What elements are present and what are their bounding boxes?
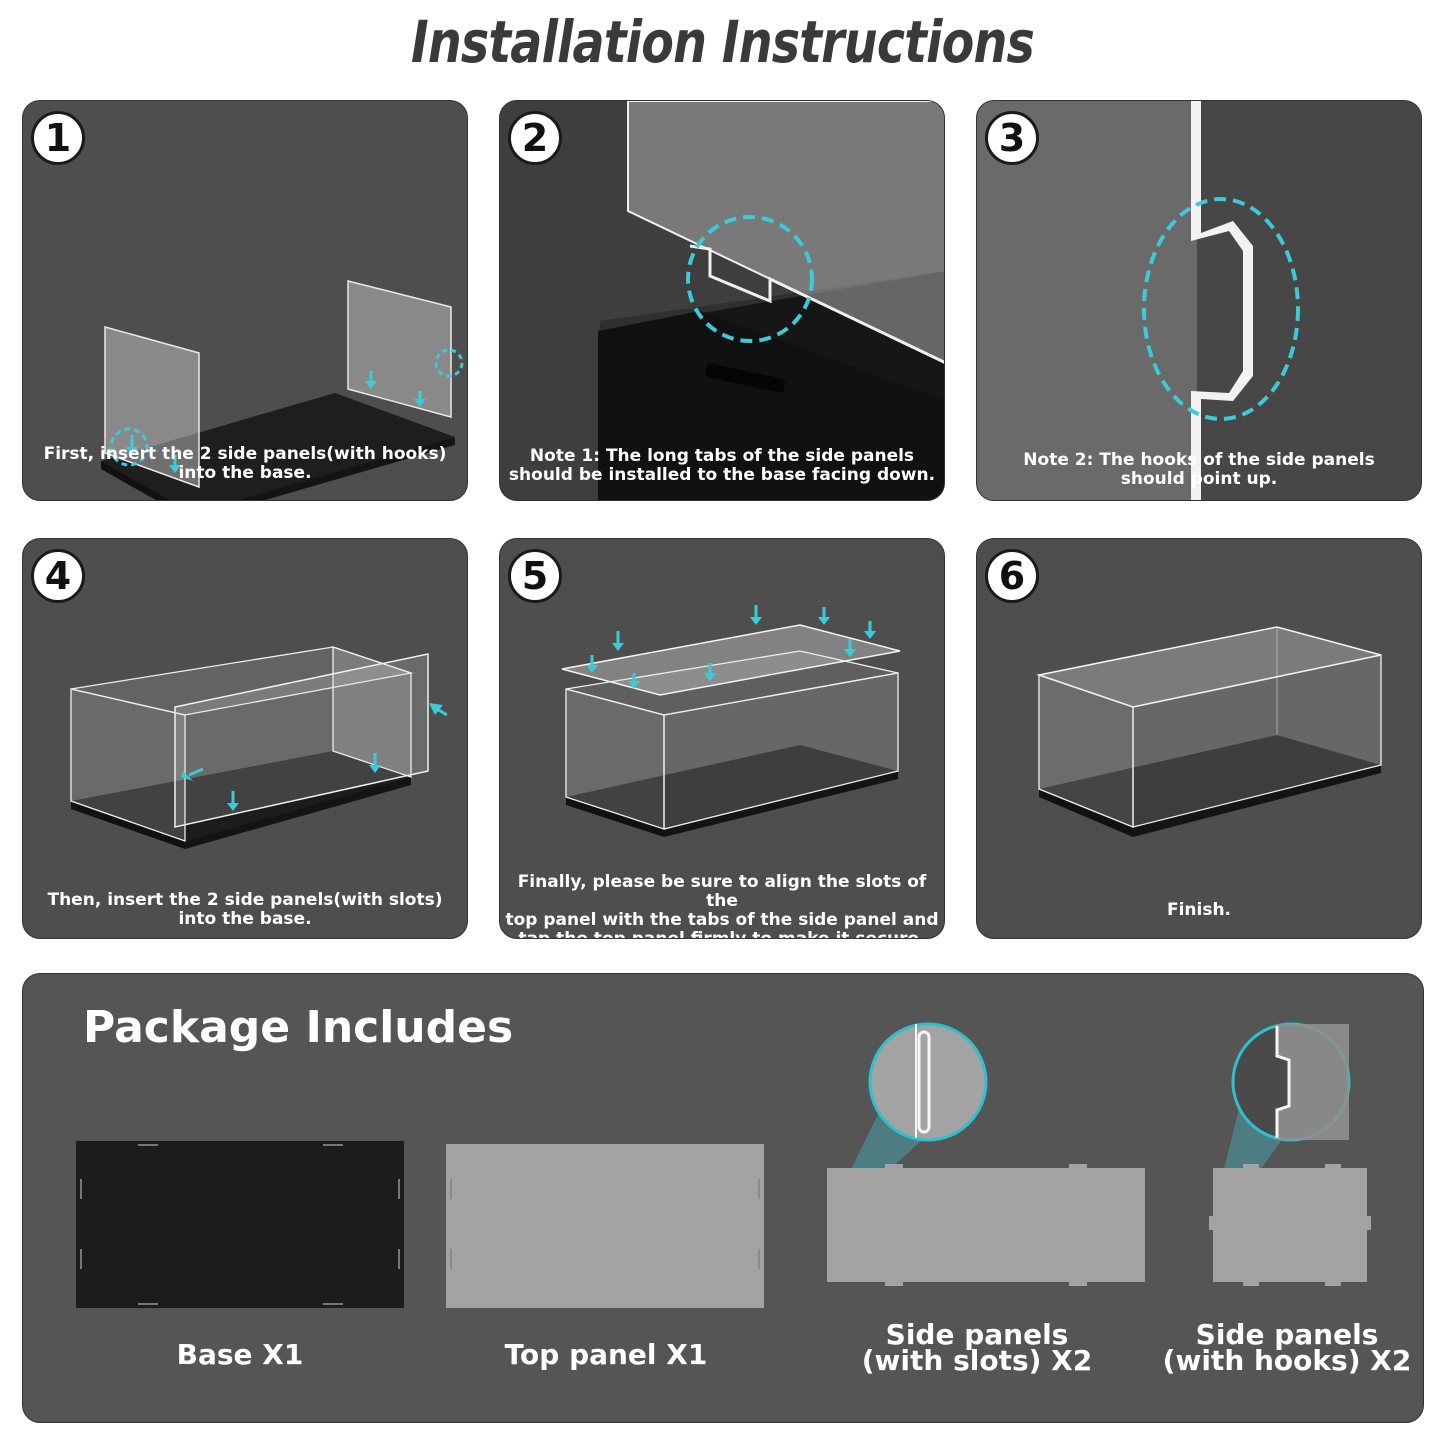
- caption-line: Note 1: The long tabs of the side panels: [529, 446, 915, 466]
- step-4-caption: Then, insert the 2 side panels(with slot…: [23, 891, 467, 929]
- side-panel-slots-image: [827, 1168, 1145, 1282]
- step-2-panel: 2 Note 1: The long tabs of the side pane…: [499, 100, 945, 501]
- caption-line: First, insert the 2 side panels(with hoo…: [43, 444, 447, 464]
- caption-line: should point up.: [1120, 469, 1278, 489]
- item-label-line: Base X1: [176, 1338, 304, 1371]
- item-label-line: Side panels: [885, 1318, 1069, 1351]
- step-number-badge: 4: [31, 549, 85, 603]
- step-number-badge: 3: [985, 111, 1039, 165]
- step-6-panel: 6 Finish.: [976, 538, 1422, 939]
- package-title: Package Includes: [83, 1002, 514, 1053]
- caption-line: into the base.: [178, 463, 312, 483]
- caption-line: Note 2: The hooks of the side panels: [1023, 450, 1375, 470]
- step-number-badge: 5: [508, 549, 562, 603]
- step-6-illustration: [1036, 626, 1382, 837]
- step-1-panel: 1 First, insert the 2 side panels(with h…: [22, 100, 468, 501]
- step-number-badge: 6: [985, 549, 1039, 603]
- caption-line: Finally, please be sure to align the slo…: [517, 872, 927, 911]
- step-3-illustration: [977, 101, 1421, 500]
- item-label-line: Side panels: [1195, 1318, 1379, 1351]
- package-item-side-slots: Side panels (with slots) X2: [823, 1318, 1131, 1377]
- step-4-panel: 4 Then, insert the 2 side panels(with sl…: [22, 538, 468, 939]
- step-1-illustration: [101, 280, 464, 500]
- step-5-illustration: [561, 605, 901, 837]
- caption-line: tap the top panel firmly to make it secu…: [518, 929, 926, 939]
- package-item-base: Base X1: [83, 1338, 397, 1371]
- step-3-caption: Note 2: The hooks of the side panels sho…: [977, 451, 1421, 489]
- caption-line: into the base.: [178, 909, 312, 929]
- step-2-illustration: [500, 101, 944, 500]
- item-label-line: (with slots) X2: [861, 1344, 1093, 1377]
- item-label-line: (with hooks) X2: [1162, 1344, 1412, 1377]
- side-panel-hooks-image: [1213, 1168, 1367, 1282]
- package-item-top-panel: Top panel X1: [449, 1338, 763, 1371]
- step-6-caption: Finish.: [977, 901, 1421, 920]
- step-1-caption: First, insert the 2 side panels(with hoo…: [23, 445, 467, 483]
- base-panel-image: [76, 1141, 404, 1308]
- package-illustration: [76, 1022, 1371, 1308]
- step-2-caption: Note 1: The long tabs of the side panels…: [500, 447, 944, 485]
- item-label-line: Top panel X1: [504, 1338, 708, 1371]
- caption-line: top panel with the tabs of the side pane…: [505, 910, 939, 930]
- package-item-side-hooks: Side panels (with hooks) X2: [1143, 1318, 1423, 1377]
- step-number-badge: 1: [31, 111, 85, 165]
- step-3-panel: 3 Note 2: The hooks of the side panels s…: [976, 100, 1422, 501]
- caption-line: should be installed to the base facing d…: [508, 465, 936, 485]
- caption-line: Finish.: [1166, 900, 1232, 920]
- package-includes-panel: Package Includes: [22, 973, 1424, 1423]
- caption-line: Then, insert the 2 side panels(with slot…: [47, 890, 443, 910]
- page-title: Installation Instructions: [410, 8, 1035, 76]
- top-panel-image: [446, 1144, 764, 1308]
- step-5-caption: Finally, please be sure to align the slo…: [500, 873, 944, 939]
- step-4-illustration: [70, 646, 448, 849]
- step-number-badge: 2: [508, 111, 562, 165]
- step-5-panel: 5 Finally, please be sure to align the s…: [499, 538, 945, 939]
